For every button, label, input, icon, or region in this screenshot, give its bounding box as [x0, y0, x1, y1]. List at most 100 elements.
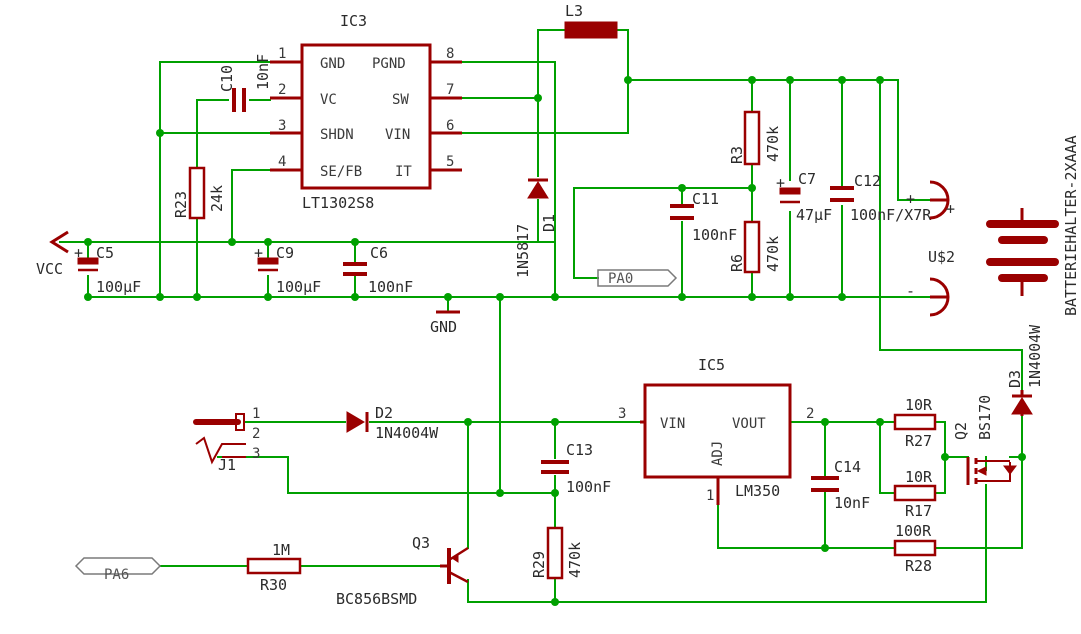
ic3-pin-4: 4 — [278, 154, 286, 170]
c7-value: 47µF — [796, 206, 832, 224]
ic5-name: IC5 — [698, 356, 725, 374]
resistor-r29: R29 470k — [530, 526, 584, 580]
d3-label: D3 — [1006, 370, 1024, 388]
r23-value: 24k — [208, 185, 226, 212]
c9-value: 100µF — [276, 278, 321, 296]
resistor-r23: R23 24k — [172, 166, 226, 220]
d3-value: 1N4004W — [1026, 324, 1044, 388]
capacitor-c14: C14 10nF — [811, 458, 870, 512]
ic5-pin-3: 3 — [618, 406, 626, 422]
inductor-l3: L3 — [564, 2, 618, 39]
diode-d1: 1N5817 D1 — [514, 178, 558, 278]
c10-value: 10nF — [254, 54, 272, 90]
svg-text:+: + — [254, 244, 263, 262]
r30-value: 1M — [272, 541, 290, 559]
c10-label: C10 — [218, 65, 236, 92]
d1-value: 1N5817 — [514, 224, 532, 278]
ic3-pin-6: 6 — [446, 118, 454, 134]
ic5-part: LM350 — [735, 482, 780, 500]
battery-holder: + + - U$2 BATTERIEHALTER-2XAAA — [906, 135, 1080, 317]
c12-value: 100nF/X7R — [850, 206, 932, 224]
pa6-port: PA6 — [74, 557, 162, 583]
r17-value: 10R — [905, 468, 933, 486]
c13-label: C13 — [566, 441, 593, 459]
r6-label: R6 — [728, 254, 746, 272]
resistor-r28: 100R R28 — [893, 522, 937, 575]
vcc-label: VCC — [36, 260, 63, 278]
ic5-pin-name-vout: VOUT — [732, 416, 766, 432]
c14-label: C14 — [834, 458, 861, 476]
gnd-symbol: GND — [430, 310, 460, 336]
battery-plus-outer: + — [906, 190, 915, 208]
j1-pin-3: 3 — [252, 446, 260, 462]
ic3-pin-1: 1 — [278, 46, 286, 62]
c5-value: 100µF — [96, 278, 141, 296]
d1-label: D1 — [540, 214, 558, 232]
svg-text:+: + — [776, 174, 785, 192]
c11-label: C11 — [692, 190, 719, 208]
transistor-q2: Q2 BS170 — [952, 395, 1017, 485]
l3-label: L3 — [565, 2, 583, 20]
r29-label: R29 — [530, 551, 548, 578]
ic3-pin-7: 7 — [446, 82, 454, 98]
r28-value: 100R — [895, 522, 932, 540]
q3-label: Q3 — [412, 534, 430, 552]
resistor-r6: R6 470k — [728, 220, 782, 274]
r27-label: R27 — [905, 432, 932, 450]
c6-label: C6 — [370, 244, 388, 262]
c13-value: 100nF — [566, 478, 611, 496]
j1-pin-1: 1 — [252, 406, 260, 422]
r29-value: 470k — [566, 542, 584, 578]
capacitor-c11: C11 100nF — [670, 190, 737, 244]
q3-value: BC856BSMD — [336, 590, 417, 608]
d2-value: 1N4004W — [375, 424, 439, 442]
r27-value: 10R — [905, 396, 933, 414]
ic3-pin-name-sw: SW — [392, 92, 409, 108]
resistor-r17: 10R R17 — [893, 468, 937, 520]
transistor-q3: Q3 BC856BSMD — [336, 534, 469, 608]
ic3-pin-name-shdn: SHDN — [320, 127, 354, 143]
j1-pin-2: 2 — [252, 426, 260, 442]
resistor-r3: R3 470k — [728, 110, 782, 166]
q2-value: BS170 — [976, 395, 994, 440]
ic3-pin-name-vin: VIN — [385, 127, 410, 143]
pa6-label: PA6 — [104, 567, 129, 583]
ic3-pin-name-pgnd: PGND — [372, 56, 406, 72]
ic3-pin-8: 8 — [446, 46, 454, 62]
pa0-port: PA0 — [597, 269, 678, 287]
battery-ref: U$2 — [928, 248, 955, 266]
ic3-pin-name-sefb: SE/FB — [320, 164, 362, 180]
c9-label: C9 — [276, 244, 294, 262]
resistor-r30: 1M R30 — [246, 541, 302, 594]
r3-value: 470k — [764, 126, 782, 162]
connector-j1: 1 2 3 J1 — [193, 406, 260, 474]
battery-minus: - — [906, 282, 915, 300]
ic5-pin-name-adj: ADJ — [710, 441, 726, 466]
j1-label: J1 — [218, 456, 236, 474]
battery-label: BATTERIEHALTER-2XAAA — [1062, 135, 1080, 316]
r28-label: R28 — [905, 557, 932, 575]
capacitor-c10: C10 10nF — [218, 54, 272, 112]
ic3-pin-2: 2 — [278, 82, 286, 98]
r30-label: R30 — [260, 576, 287, 594]
c5-label: C5 — [96, 244, 114, 262]
junctions — [84, 76, 1026, 606]
ic3: IC3 LT1302S8 1 2 3 4 8 7 6 5 GND VC SHDN… — [270, 12, 462, 212]
wires — [59, 29, 1023, 603]
ic5-pin-name-vin: VIN — [660, 416, 685, 432]
ic3-pin-5: 5 — [446, 154, 454, 170]
capacitor-c6: C6 100nF — [343, 244, 413, 296]
diode-d2: D2 1N4004W — [346, 404, 439, 442]
gnd-label: GND — [430, 318, 457, 336]
svg-text:+: + — [74, 244, 83, 262]
d2-label: D2 — [375, 404, 393, 422]
battery-plus-inner: + — [946, 200, 955, 218]
ic3-pin-name-vc: VC — [320, 92, 337, 108]
vcc-terminal: VCC — [36, 230, 69, 278]
c6-value: 100nF — [368, 278, 413, 296]
c14-value: 10nF — [834, 494, 870, 512]
r3-label: R3 — [728, 146, 746, 164]
c11-value: 100nF — [692, 226, 737, 244]
c7-label: C7 — [798, 170, 816, 188]
